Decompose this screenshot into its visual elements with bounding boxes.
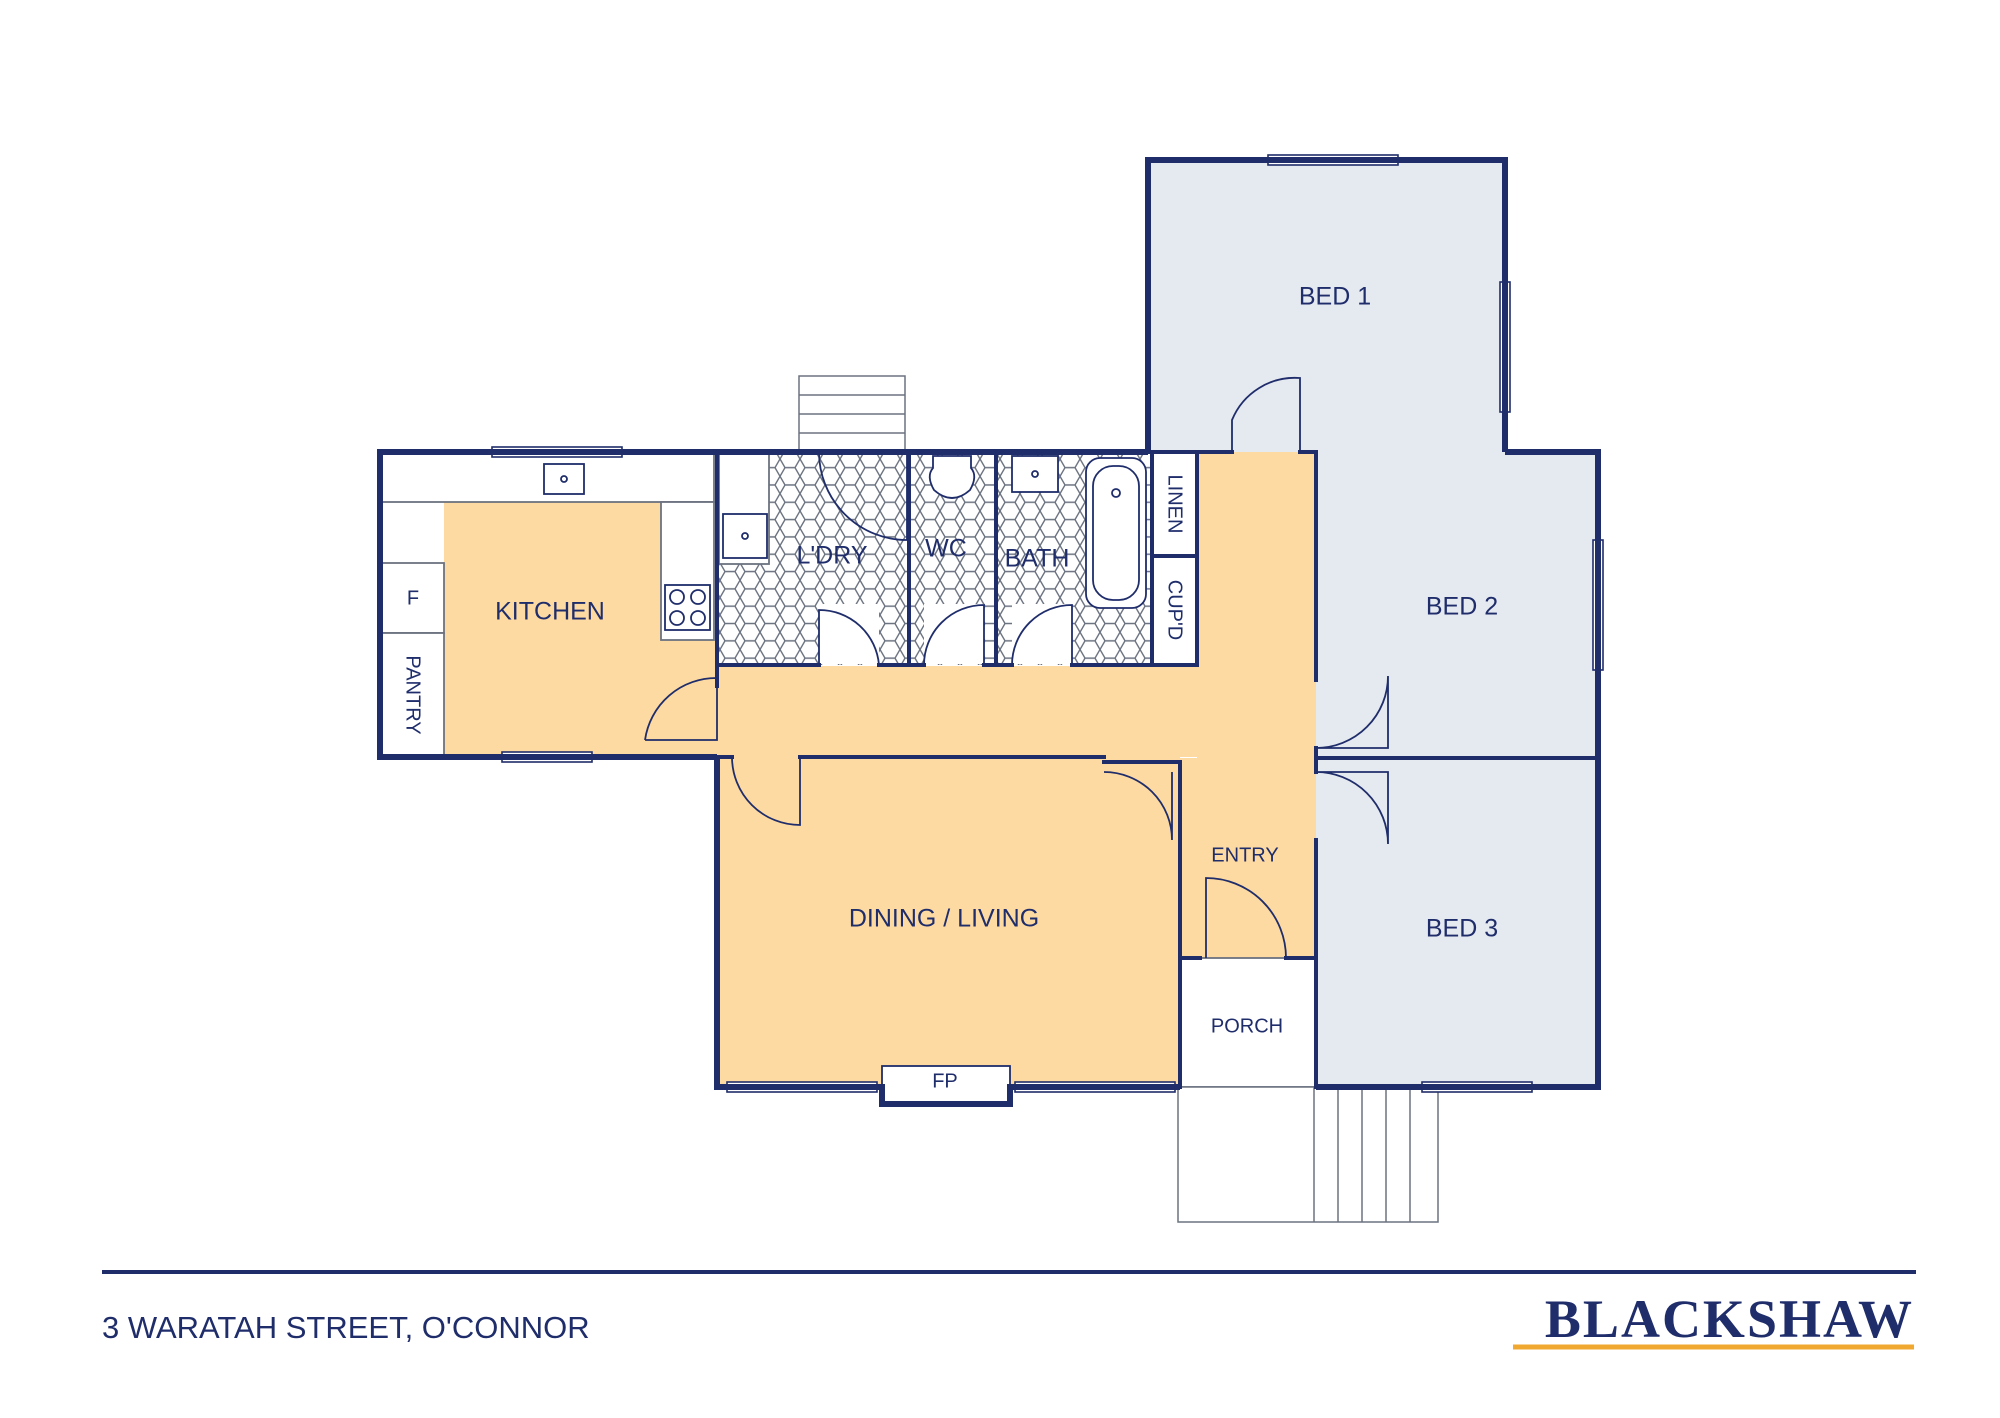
door-bed3 (1315, 771, 1389, 845)
hall-north-fill (1197, 452, 1316, 758)
bed2-fill (1316, 452, 1598, 758)
interior-walls (715, 450, 1600, 1089)
kitchen-floor-fill (661, 640, 717, 757)
dining-living-fill (717, 757, 1180, 1087)
bathtub-inner (1092, 465, 1140, 601)
bath-clear-floor (1012, 604, 1072, 664)
door-swings (644, 376, 1389, 959)
laundry-tub-drain (741, 532, 749, 540)
door-kitchen (644, 677, 718, 741)
label-bed1: BED 1 (1299, 283, 1371, 311)
laundry-clear-floor (819, 604, 879, 664)
kitchen-fill (444, 502, 661, 757)
kitchen-sink-drain (560, 475, 568, 483)
cooktop-burner-2 (690, 589, 706, 605)
room-labels: BED 1 BED 2 BED 3 KITCHEN L'DRY WC BATH … (402, 283, 1498, 1093)
door-front (1205, 877, 1287, 959)
label-cupboard: CUP'D (1164, 580, 1186, 641)
door-dining-west (731, 756, 801, 826)
exterior-wall-dining (714, 757, 1180, 1107)
footer: 3 WARATAH STREET, O'CONNOR BLACKSHAW (102, 1270, 1916, 1350)
label-porch: PORCH (1211, 1015, 1283, 1037)
exterior-wall-kitchen (377, 449, 717, 760)
cooktop-burner-3 (669, 610, 685, 626)
entry-fill (1180, 758, 1316, 958)
bath-vanity-drain (1031, 470, 1039, 478)
wc-clear-floor (924, 604, 984, 664)
door-bed1 (1231, 376, 1301, 452)
door-dining-east (1103, 771, 1173, 841)
door-laundry (818, 609, 880, 666)
exterior-walls (377, 157, 1601, 1107)
brand-logo: BLACKSHAW (1545, 1289, 1914, 1349)
door-laundry-external (818, 451, 908, 541)
cupboard (1151, 555, 1198, 666)
label-bath: BATH (1005, 545, 1070, 573)
front-deck (1177, 1086, 1439, 1223)
door-bath (1011, 604, 1073, 666)
label-laundry: L'DRY (796, 542, 867, 570)
cooktop-burner-4 (690, 610, 706, 626)
label-fridge: F (407, 587, 419, 609)
bed3-fill (1316, 758, 1598, 1086)
label-dining-living: DINING / LIVING (849, 905, 1039, 933)
bed1-fill (1148, 160, 1505, 452)
door-wc (923, 604, 985, 666)
label-entry: ENTRY (1211, 844, 1278, 866)
exterior-wall-bed1 (1145, 157, 1508, 452)
step-lines (799, 394, 1411, 1222)
bathtub-drain (1111, 488, 1121, 498)
porch-floor (1179, 957, 1317, 1088)
room-fills (444, 160, 1598, 1087)
door-bed2 (1315, 675, 1389, 749)
kitchen-sink (543, 463, 585, 495)
label-fireplace: FP (932, 1070, 958, 1092)
linen-press (1151, 451, 1198, 557)
label-pantry: PANTRY (402, 655, 424, 734)
label-wc: WC (925, 535, 967, 563)
label-bed3: BED 3 (1426, 915, 1498, 943)
wc-toilet (928, 455, 976, 499)
cooktop-burner-1 (669, 589, 685, 605)
label-bed2: BED 2 (1426, 593, 1498, 621)
label-kitchen: KITCHEN (495, 598, 605, 626)
pantry-cupboard (379, 632, 445, 758)
label-linen: LINEN (1164, 475, 1186, 534)
property-address: 3 WARATAH STREET, O'CONNOR (102, 1310, 590, 1345)
bath-vanity (1011, 455, 1059, 493)
exterior-wall-east (1316, 449, 1601, 1090)
